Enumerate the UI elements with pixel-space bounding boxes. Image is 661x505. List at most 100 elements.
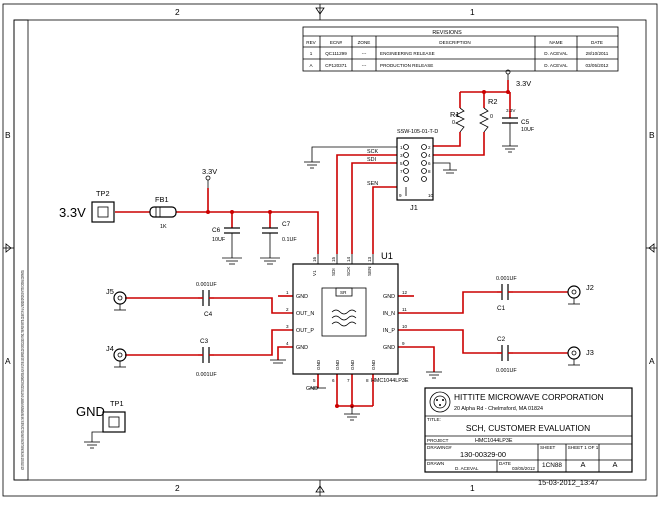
c6-designator: C6 bbox=[212, 227, 221, 234]
sheet-of: SHEET 1 OF 1 bbox=[568, 445, 599, 450]
rev-row1-date: 28/10/2011 bbox=[586, 51, 609, 56]
tp2-designator: TP2 bbox=[96, 189, 110, 198]
junction-dot bbox=[482, 90, 486, 94]
coax-j4 bbox=[113, 348, 127, 368]
zone-col-top-right: 1 bbox=[470, 7, 475, 17]
resistor-r2 bbox=[479, 107, 489, 133]
j1-part-number: SSW-105-01-T-D bbox=[397, 129, 438, 135]
u1-pin12-name: GND bbox=[383, 294, 395, 300]
junction-dot bbox=[206, 210, 210, 214]
capacitor-c2 bbox=[497, 345, 513, 361]
j1-pin1: 1 bbox=[400, 145, 403, 150]
net-sck: SCK bbox=[367, 149, 378, 155]
u1-pin1-name: GND bbox=[296, 294, 308, 300]
zone-row-right-bottom: A bbox=[649, 356, 655, 366]
zone-col-bottom-left: 2 bbox=[175, 483, 180, 493]
size-value: 1CN88 bbox=[542, 462, 562, 469]
date-value: 03/05/2012 bbox=[512, 466, 535, 471]
u1-pin11-name: IN_N bbox=[383, 311, 395, 317]
u1-pin11-num: 11 bbox=[402, 307, 407, 312]
rev-row2-zone: --- bbox=[362, 63, 367, 68]
coax-j5 bbox=[113, 291, 127, 311]
net-label-top: 3.3V bbox=[516, 79, 531, 88]
capacitor-c3 bbox=[198, 347, 214, 363]
u1-pin5-num: 5 bbox=[313, 378, 316, 383]
u1-pin15-num: 15 bbox=[331, 256, 336, 262]
u1-pin3-name: OUT_P bbox=[296, 328, 314, 334]
junction-dot bbox=[230, 210, 234, 214]
u1-pin13-name: SEN bbox=[367, 267, 372, 276]
u1-pin12-num: 12 bbox=[402, 290, 408, 295]
u1-pin7-num: 7 bbox=[347, 378, 350, 383]
c5-rail-label: 3.3V bbox=[506, 108, 516, 113]
c7-value: 0.1UF bbox=[282, 237, 297, 243]
rev-row2-name: D. ACEVAL bbox=[544, 63, 568, 68]
j1-pin3: 3 bbox=[400, 153, 403, 158]
u1-pin8-num: 8 bbox=[366, 378, 369, 383]
u1-pin6-name: GND bbox=[335, 359, 340, 370]
j1-designator: J1 bbox=[410, 203, 418, 212]
rev-row2-description: PRODUCTION RELEASE bbox=[380, 63, 433, 68]
zone-row-right-top: B bbox=[649, 130, 655, 140]
project-field-label: PROJECT bbox=[427, 438, 449, 443]
rev-row1-description: ENGINEERING RELEASE bbox=[380, 51, 435, 56]
net-sen: SEN bbox=[367, 181, 378, 187]
project-value: HMC1044LP3E bbox=[475, 438, 513, 444]
junction-dot bbox=[506, 90, 510, 94]
test-point-tp1 bbox=[102, 411, 126, 433]
tp1-designator: TP1 bbox=[110, 399, 124, 408]
rev-cell-b: A bbox=[613, 460, 618, 469]
supply-symbol-mid bbox=[205, 175, 211, 188]
c3-designator: C3 bbox=[200, 338, 209, 345]
j1-pin7: 7 bbox=[400, 169, 403, 174]
drawn-field-label: DRAWN bbox=[427, 461, 444, 466]
ic-u1 bbox=[292, 254, 399, 375]
u1-pin6-num: 6 bbox=[332, 378, 335, 383]
rev-header-rev: REV bbox=[306, 40, 316, 45]
ground-symbols bbox=[84, 134, 518, 449]
rev-row1-ecn: QC111299 bbox=[325, 51, 347, 56]
title-field-label: TITLE: bbox=[427, 417, 441, 422]
drawing-number: 130-00329-00 bbox=[460, 450, 506, 459]
j1-pin10: 10 bbox=[428, 193, 434, 198]
c3-value: 0.001UF bbox=[196, 372, 217, 378]
c5-designator: C5 bbox=[521, 119, 530, 126]
junction-dot bbox=[335, 404, 339, 408]
j1-pin5: 5 bbox=[400, 161, 403, 166]
c4-value: 0.001UF bbox=[196, 282, 217, 288]
rev-row1-rev: 1 bbox=[310, 51, 313, 56]
rev-row1-zone: --- bbox=[362, 51, 367, 56]
drawn-value: D. ACEVAL bbox=[455, 466, 479, 471]
rev-cell-a: A bbox=[581, 460, 586, 469]
c7-designator: C7 bbox=[282, 221, 291, 228]
side-note-box bbox=[13, 19, 29, 481]
zone-row-left-bottom: A bbox=[5, 356, 11, 366]
capacitor-c7 bbox=[260, 227, 280, 265]
c6-value: 10UF bbox=[212, 237, 226, 243]
j1-pin6: 6 bbox=[428, 161, 431, 166]
title-block bbox=[424, 387, 633, 473]
resistor-r1 bbox=[455, 107, 465, 133]
r1-designator: R1 bbox=[450, 110, 459, 119]
revisions-table bbox=[302, 26, 619, 72]
u1-pad-gnd: GND bbox=[306, 386, 318, 392]
zone-col-top-left: 2 bbox=[175, 7, 180, 17]
drawing-field-label: DRAWING# bbox=[427, 445, 452, 450]
net-sdi: SDI bbox=[367, 157, 376, 163]
fb1-value: 1K bbox=[160, 224, 167, 230]
c2-designator: C2 bbox=[497, 336, 506, 343]
capacitor-c1 bbox=[497, 284, 513, 300]
r1-value: 0 bbox=[452, 120, 455, 126]
rev-row2-rev: A bbox=[309, 63, 313, 68]
u1-pin3-num: 3 bbox=[286, 324, 289, 329]
coax-j3 bbox=[567, 346, 581, 366]
rev-row2-date: 03/05/2012 bbox=[586, 63, 609, 68]
j5-designator: J5 bbox=[106, 287, 114, 296]
supply-symbol-top bbox=[505, 69, 511, 80]
u1-pin16-num: 16 bbox=[312, 256, 317, 262]
wires bbox=[115, 80, 568, 407]
c4-designator: C4 bbox=[204, 311, 213, 318]
u1-part-number: HMC1044LP3E bbox=[371, 378, 409, 384]
u1-pin7-name: GND bbox=[350, 359, 355, 370]
